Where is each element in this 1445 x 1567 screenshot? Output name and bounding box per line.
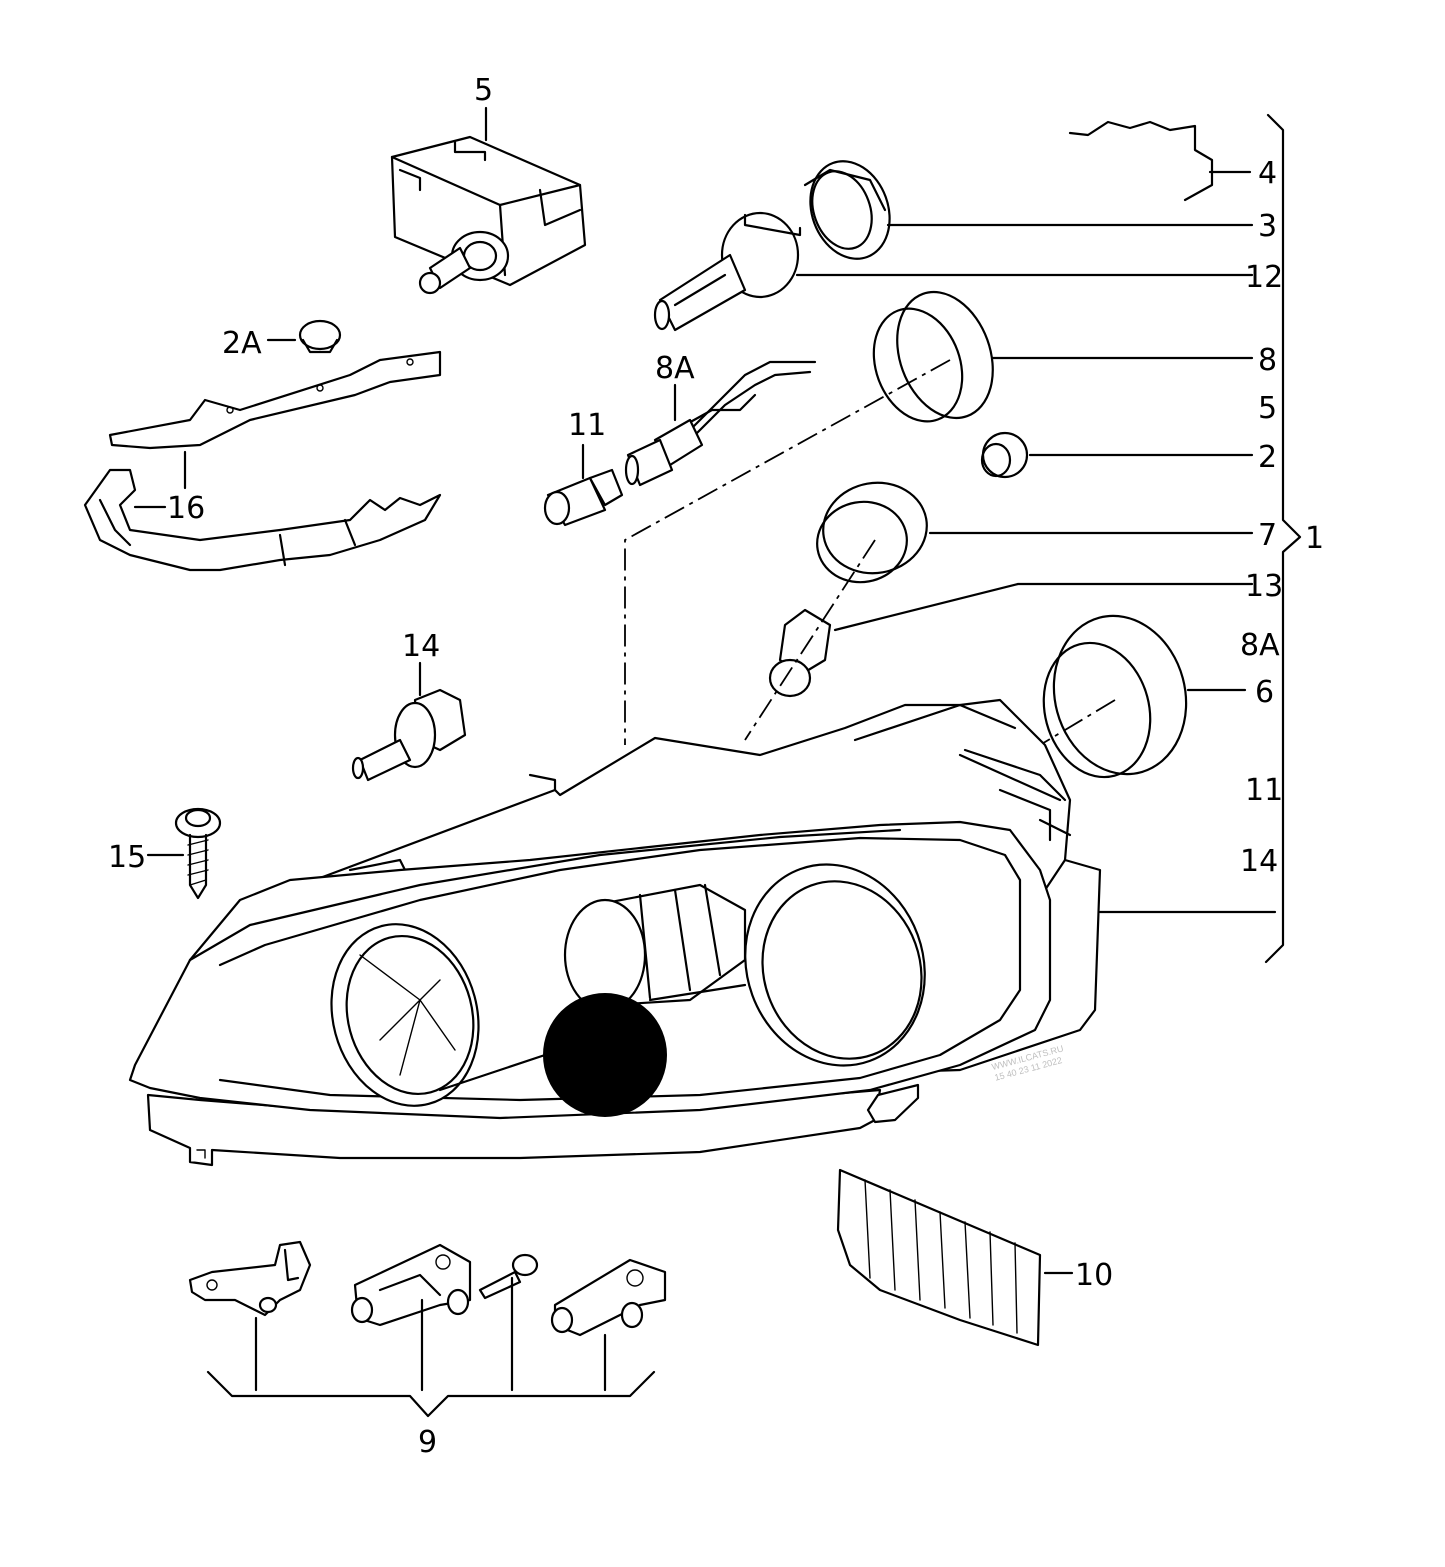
callout-9: 9 — [418, 1425, 437, 1460]
callout-1[interactable]: 1 — [1305, 521, 1324, 556]
part-7-ring[interactable] — [811, 475, 1254, 590]
redaction-dot — [543, 993, 667, 1117]
part-12-bulb[interactable] — [653, 211, 1254, 332]
part-13-bulb[interactable] — [768, 582, 1254, 698]
callout-6: 6 — [1255, 675, 1274, 710]
part-5-range-control-motor[interactable] — [390, 106, 587, 295]
callout-14-right: 14 — [1240, 844, 1278, 879]
part-9-bracket-set[interactable] — [188, 1240, 667, 1418]
callout-14: 14 — [402, 629, 440, 664]
callout-10: 10 — [1075, 1258, 1113, 1293]
callout-7: 7 — [1258, 518, 1277, 553]
part-10-side-reflector[interactable] — [836, 1168, 1074, 1347]
callout-4: 4 — [1258, 156, 1277, 191]
part-4-retaining-clip[interactable] — [1068, 120, 1252, 202]
callout-8A: 8A — [655, 351, 695, 386]
callout-5-right: 5 — [1258, 391, 1277, 426]
callout-8: 8 — [1258, 343, 1277, 378]
part-15-screw[interactable] — [146, 807, 222, 900]
callout-13: 13 — [1245, 569, 1283, 604]
callout-2: 2 — [1258, 440, 1277, 475]
callout-8A-right: 8A — [1240, 628, 1280, 663]
part-11-bulb[interactable] — [543, 443, 624, 527]
part-16-brackets[interactable] — [83, 350, 442, 572]
assembly-bracket-1 — [1264, 113, 1302, 964]
callout-15: 15 — [108, 840, 146, 875]
callout-16: 16 — [167, 491, 205, 526]
part-2-small-cap[interactable] — [980, 431, 1254, 479]
callout-11: 11 — [568, 408, 606, 443]
callout-3: 3 — [1258, 209, 1277, 244]
callout-2A: 2A — [222, 326, 262, 361]
headlight-housing[interactable] — [128, 698, 1277, 1167]
callout-5: 5 — [474, 73, 493, 108]
part-14-socket[interactable] — [351, 661, 467, 782]
part-8-cover-ring[interactable] — [859, 279, 1254, 434]
part-3-cap[interactable] — [797, 150, 1254, 270]
callout-12: 12 — [1245, 260, 1283, 295]
callout-11-right: 11 — [1245, 773, 1283, 808]
part-2A-plug[interactable] — [266, 319, 342, 354]
assembly-axis-lines — [624, 359, 1116, 746]
part-8A-connector[interactable] — [624, 360, 817, 487]
part-6-ring[interactable] — [1029, 601, 1247, 789]
